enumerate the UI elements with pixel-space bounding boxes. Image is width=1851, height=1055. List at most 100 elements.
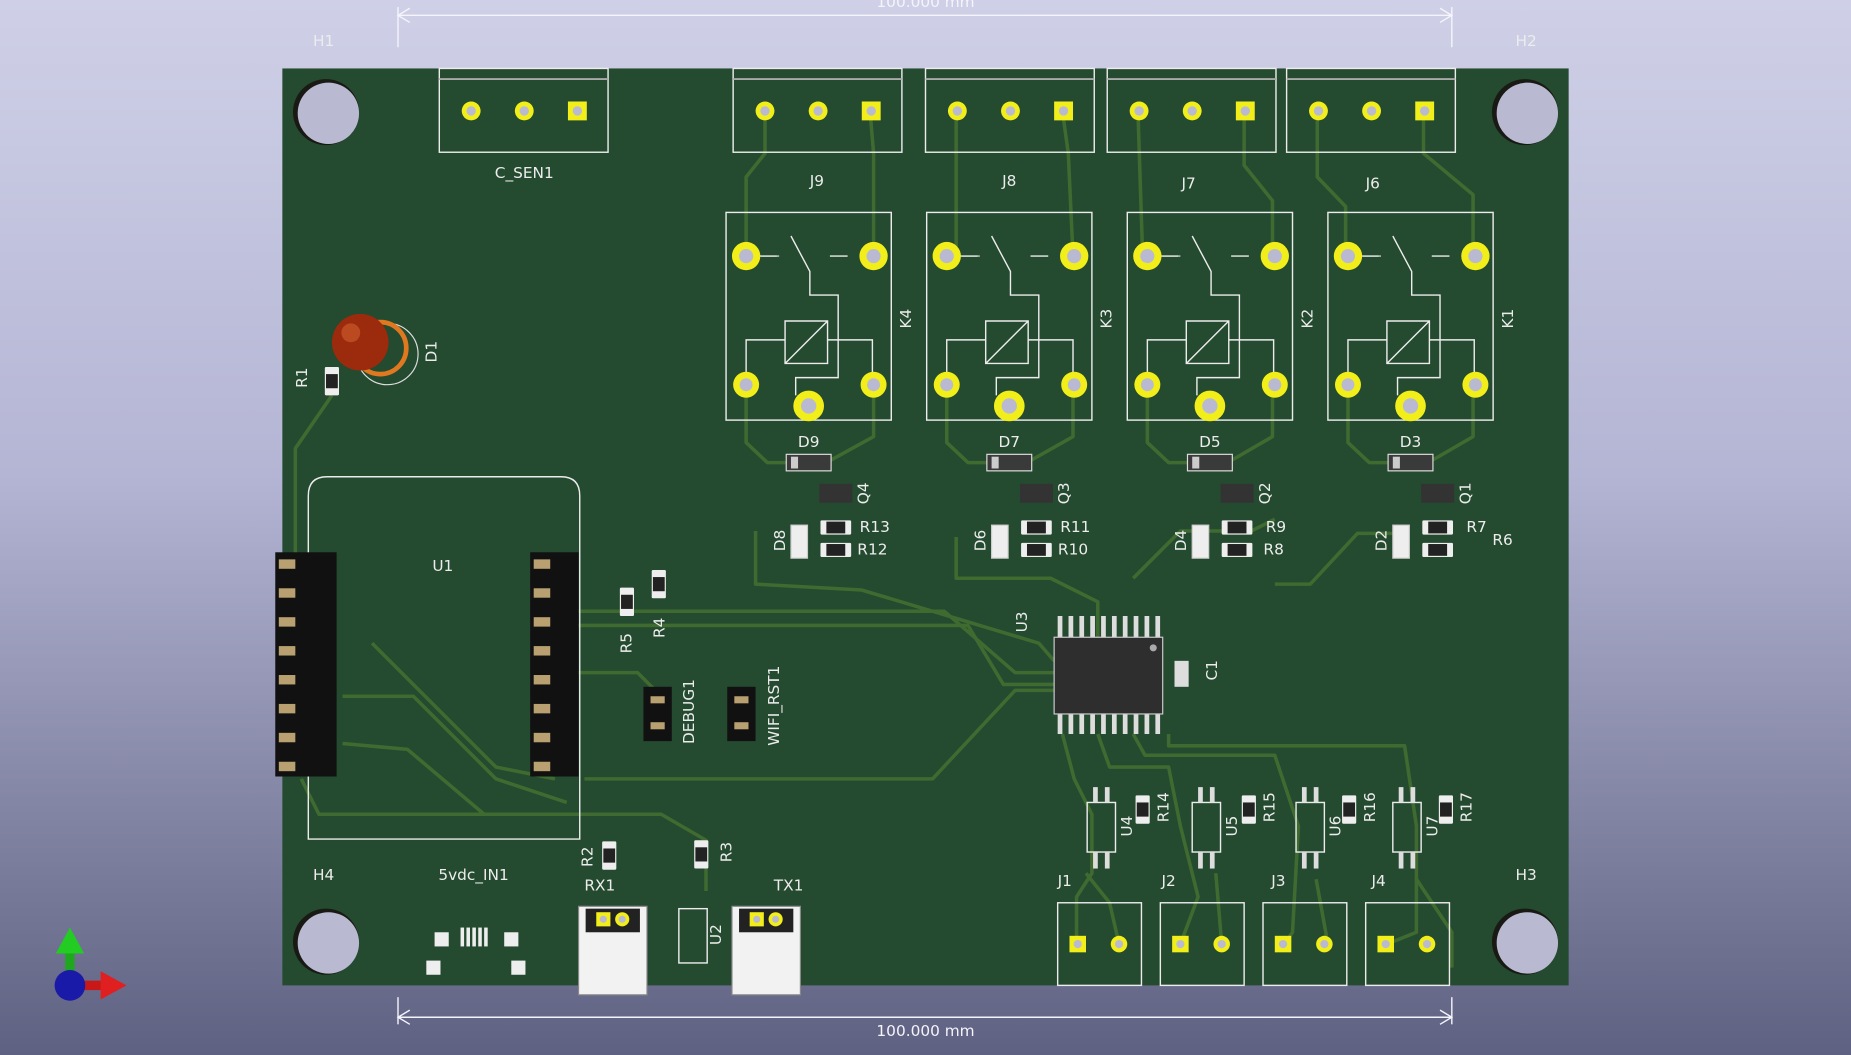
opto-pin xyxy=(1093,787,1098,803)
resistor-label: R13 xyxy=(860,518,890,536)
header-pin xyxy=(533,646,551,656)
resistor-label: R9 xyxy=(1266,518,1286,536)
jumper-label: WIFI_RST1 xyxy=(765,666,784,746)
drill-hole xyxy=(1140,378,1154,392)
mounting-hole[interactable] xyxy=(1496,912,1559,974)
drill-hole xyxy=(772,915,780,923)
header-pin xyxy=(533,588,551,598)
drill-hole xyxy=(1187,106,1197,116)
ic-body[interactable] xyxy=(1053,636,1164,715)
led-highlight xyxy=(341,323,361,343)
ic-pin xyxy=(1090,616,1095,638)
drill-hole xyxy=(1005,106,1016,116)
drill-hole xyxy=(599,915,607,923)
terminal-block xyxy=(732,67,903,153)
resistor-label: R8 xyxy=(1263,540,1283,558)
power-led[interactable] xyxy=(331,313,389,371)
drill-hole xyxy=(1058,106,1069,116)
jumper-header[interactable] xyxy=(643,686,672,742)
diode-label: D5 xyxy=(1199,433,1221,451)
dimension-bottom xyxy=(396,997,1454,1025)
ic-pin xyxy=(1090,713,1095,735)
capacitor-label: C1 xyxy=(1203,660,1221,680)
smd-body xyxy=(652,577,665,592)
diode-cathode xyxy=(1392,456,1400,469)
drill-hole xyxy=(866,248,881,264)
led-smd[interactable] xyxy=(990,524,1009,559)
header-pin xyxy=(533,703,551,714)
opto-pin xyxy=(1301,787,1307,803)
drill-hole xyxy=(1313,106,1324,116)
usb-pin xyxy=(484,927,488,947)
opto-outline xyxy=(1086,801,1117,853)
terminal-block xyxy=(438,67,609,153)
module-label: U1 xyxy=(432,557,453,575)
axis-gizmo[interactable] xyxy=(54,927,127,1001)
opto-label: U4 xyxy=(1118,816,1136,837)
relay-symbol xyxy=(1146,235,1275,396)
transistor[interactable] xyxy=(1421,483,1455,503)
ic-pin xyxy=(1155,616,1161,638)
pin-header[interactable] xyxy=(275,552,337,777)
capacitor[interactable] xyxy=(1174,660,1189,687)
trace xyxy=(1314,878,1330,945)
regulator-label: U2 xyxy=(707,924,725,945)
drill-hole xyxy=(519,106,529,116)
header-pin xyxy=(533,732,551,743)
connector-label: RX1 xyxy=(584,877,615,895)
relay-label: K3 xyxy=(1098,309,1116,329)
mounting-hole[interactable] xyxy=(297,82,360,144)
connector-label: J7 xyxy=(1181,175,1196,193)
opto-pin xyxy=(1313,852,1319,869)
transistor[interactable] xyxy=(819,483,853,503)
smd-body xyxy=(1428,521,1448,534)
ic-pin xyxy=(1111,616,1117,638)
drill-hole xyxy=(801,398,817,414)
header-pin xyxy=(278,732,296,743)
drill-hole xyxy=(466,106,476,116)
header-pin xyxy=(734,696,749,704)
led-smd[interactable] xyxy=(790,524,809,559)
opto-label: U7 xyxy=(1423,816,1441,837)
led-smd[interactable] xyxy=(1392,524,1410,559)
module-outline xyxy=(307,476,581,840)
mounting-hole[interactable] xyxy=(1496,82,1559,144)
header-pin xyxy=(278,703,296,714)
x-axis-arrow-head xyxy=(100,971,127,1000)
trace xyxy=(1274,531,1393,586)
drill-hole xyxy=(952,106,963,116)
connector-label: J2 xyxy=(1160,872,1175,890)
hole-label: H2 xyxy=(1516,32,1537,50)
resistor-label: R6 xyxy=(1492,531,1512,549)
terminal-block xyxy=(1285,67,1457,153)
ic-pin xyxy=(1133,713,1139,735)
connector-label: J8 xyxy=(1001,172,1016,190)
drill-hole xyxy=(1341,378,1355,392)
dimension-top-label: 100.000 mm xyxy=(876,0,974,11)
connector-label: J3 xyxy=(1270,872,1285,890)
led-label: D8 xyxy=(771,530,789,552)
trace xyxy=(1214,873,1224,945)
smd-body xyxy=(1227,521,1247,534)
relay-label: K2 xyxy=(1298,309,1316,329)
smd-body xyxy=(1136,802,1149,817)
smd-body xyxy=(1428,544,1448,556)
transistor[interactable] xyxy=(1019,483,1053,503)
led-smd[interactable] xyxy=(1191,524,1210,559)
drill-hole xyxy=(940,378,954,392)
trace xyxy=(342,694,568,805)
jumper-header[interactable] xyxy=(727,686,756,742)
pin-header[interactable] xyxy=(530,552,579,777)
mounting-hole[interactable] xyxy=(297,912,360,974)
jumper-label: DEBUG1 xyxy=(680,679,698,744)
hole-label: H4 xyxy=(313,866,334,884)
opto-pin xyxy=(1313,787,1319,803)
trace xyxy=(578,623,1055,687)
pcb-board[interactable] xyxy=(282,68,1569,986)
drill-hole xyxy=(572,106,583,116)
terminal-block xyxy=(1106,67,1277,153)
trace xyxy=(1096,733,1200,945)
transistor[interactable] xyxy=(1220,483,1254,503)
resistor-label: R5 xyxy=(617,633,635,653)
